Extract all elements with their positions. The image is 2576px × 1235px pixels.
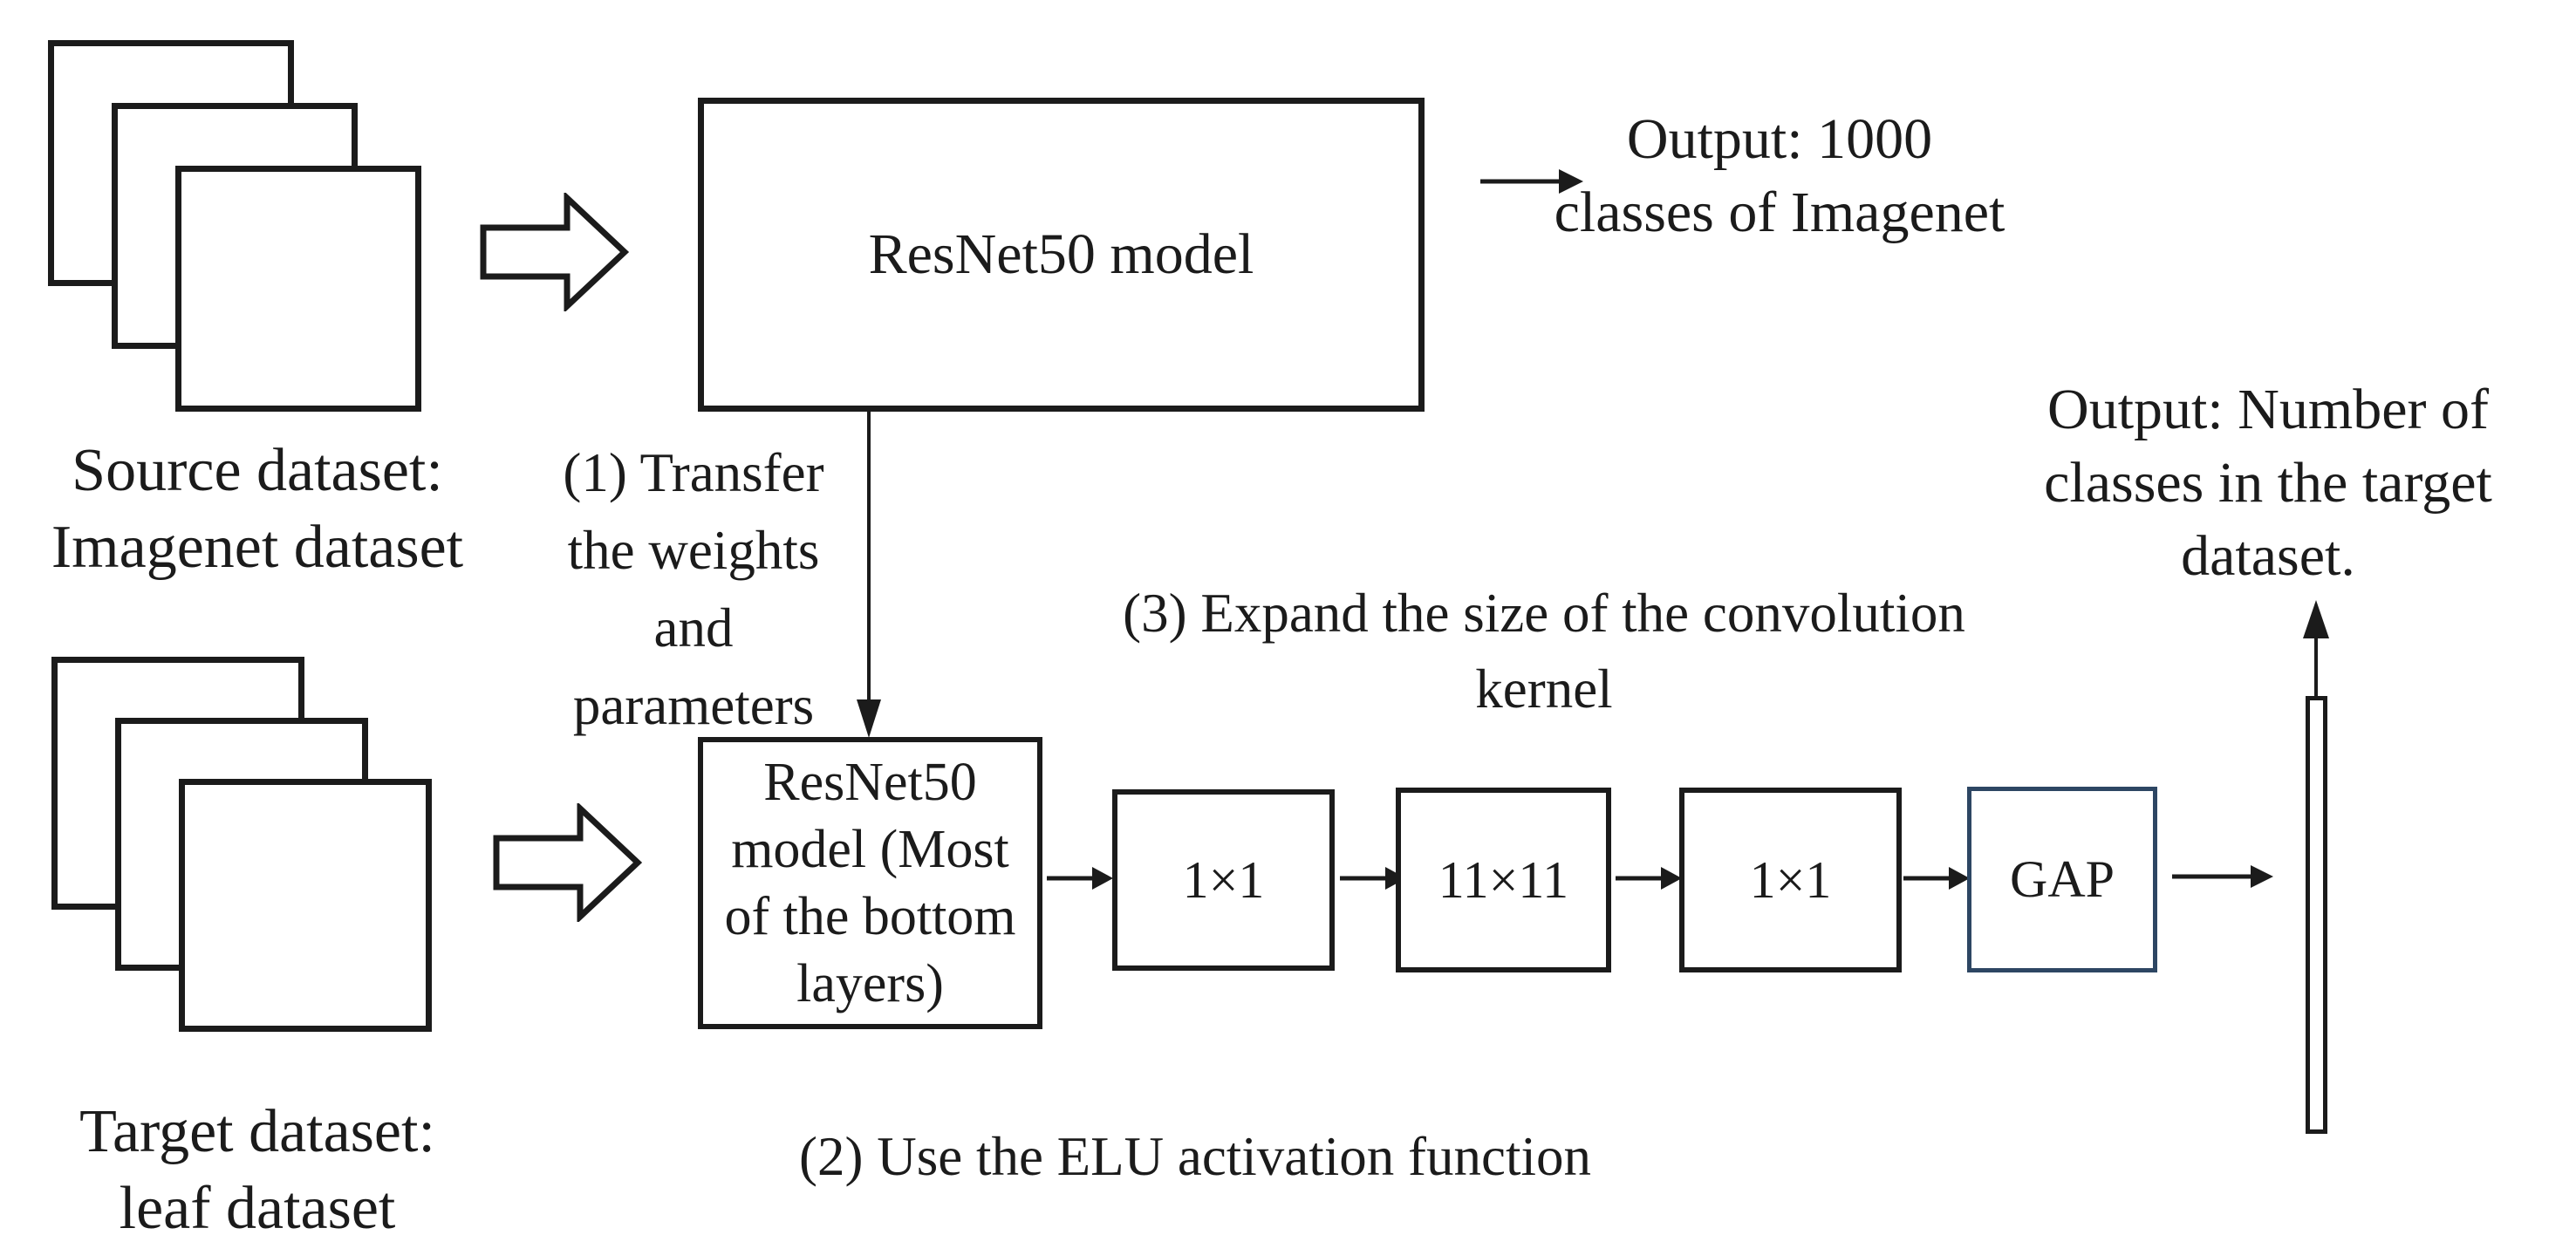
conv-layer-label: 11×11 — [1438, 850, 1569, 909]
resnet50-transferred-label-line: layers) — [796, 953, 944, 1013]
elu-activation-label: (2) Use the ELU activation function — [750, 1118, 1640, 1196]
expand-kernel-label: (3) Expand the size of the convolution k… — [1021, 576, 2067, 727]
conv-layer-box: 1×1 — [1112, 789, 1335, 971]
transfer-weights-label-line: the weights — [567, 520, 820, 581]
imagenet-output-arrow-icon — [1480, 169, 1583, 194]
gap-layer-label: GAP — [2009, 850, 2115, 908]
gap-layer-box: GAP — [1967, 787, 2157, 972]
transfer-weights-label-line: (1) Transfer — [563, 442, 824, 503]
source-dataset-label: Source dataset: Imagenet dataset — [26, 433, 489, 586]
imagenet-output-label: Output: 1000 classes of Imagenet — [1509, 103, 2050, 249]
stacked-square-icon — [175, 166, 421, 412]
resnet50-pretrained-box: ResNet50 model — [698, 98, 1425, 412]
feature-vector-bar — [2306, 696, 2327, 1134]
transfer-weights-label: (1) Transfer the weights and parameters — [475, 434, 912, 745]
resnet50-pretrained-label: ResNet50 model — [868, 222, 1254, 286]
conv-layer-box: 1×1 — [1679, 788, 1902, 972]
target-input-block-arrow-icon — [493, 803, 643, 922]
flow-arrow-icon — [1047, 867, 1113, 890]
imagenet-output-label-line: classes of Imagenet — [1554, 181, 2005, 244]
conv-layer-label: 1×1 — [1749, 850, 1832, 909]
expand-kernel-label-line: kernel — [1475, 658, 1613, 720]
source-dataset-label-line: Imagenet dataset — [51, 514, 464, 581]
conv-layer-box: 11×11 — [1396, 788, 1611, 972]
target-output-arrow-icon — [2303, 600, 2329, 696]
target-output-label-line: classes in the target — [2044, 451, 2492, 515]
resnet50-transferred-box: ResNet50 model (Most of the bottom layer… — [698, 737, 1042, 1029]
transfer-weights-arrow-icon — [857, 412, 881, 738]
conv-layer-label: 1×1 — [1182, 850, 1265, 909]
resnet50-transferred-label-line: of the bottom — [724, 886, 1016, 946]
flow-arrow-icon — [1903, 867, 1970, 890]
target-dataset-label-line: Target dataset: — [79, 1098, 435, 1165]
target-dataset-label: Target dataset: leaf dataset — [26, 1094, 489, 1235]
target-dataset-label-line: leaf dataset — [119, 1175, 396, 1235]
transfer-weights-label-line: and — [653, 597, 734, 658]
imagenet-output-label-line: Output: 1000 — [1626, 107, 1933, 171]
expand-kernel-label-line: (3) Expand the size of the convolution — [1123, 583, 1965, 644]
transfer-weights-label-line: parameters — [572, 675, 815, 736]
resnet50-transferred-label-line: model (Most — [731, 819, 1009, 879]
elu-activation-label-line: (2) Use the ELU activation function — [799, 1126, 1591, 1187]
flow-arrow-icon — [1616, 867, 1682, 890]
resnet50-transferred-label-line: ResNet50 — [763, 752, 977, 812]
target-output-label: Output: Number of classes in the target … — [1963, 373, 2573, 593]
source-input-block-arrow-icon — [480, 193, 630, 311]
flow-arrow-icon — [2172, 865, 2273, 888]
target-output-label-line: Output: Number of — [2047, 378, 2489, 441]
stacked-square-icon — [179, 779, 432, 1032]
source-dataset-label-line: Source dataset: — [72, 437, 443, 504]
target-output-label-line: dataset. — [2181, 524, 2355, 588]
